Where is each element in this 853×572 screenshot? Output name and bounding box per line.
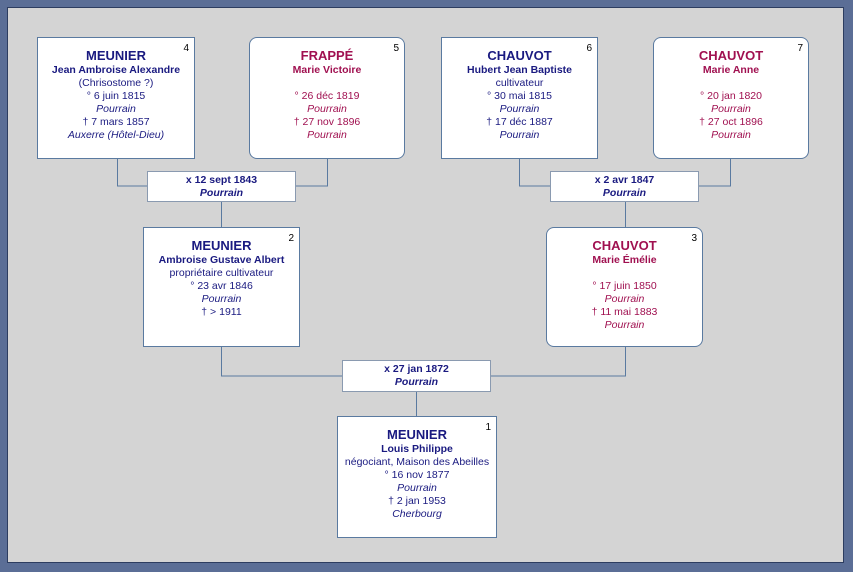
- person-card-7[interactable]: 7 CHAUVOT Marie Anne ° 20 jan 1820 Pourr…: [653, 37, 809, 159]
- given-name: Marie Émélie: [592, 254, 657, 266]
- marriage-place: Pourrain: [602, 187, 647, 199]
- marriage-date: x 2 avr 1847: [594, 174, 655, 186]
- death-place: Pourrain: [604, 319, 645, 331]
- given-name: Hubert Jean Baptiste: [466, 64, 573, 76]
- birth-place: Pourrain: [397, 482, 437, 494]
- birth-date: ° 23 avr 1846: [190, 280, 253, 292]
- sosa-number: 5: [393, 43, 399, 54]
- marriage-date: x 27 jan 1872: [384, 363, 449, 375]
- marriage-place: Pourrain: [199, 187, 244, 199]
- death-place: Cherbourg: [392, 508, 442, 520]
- death-place: Pourrain: [499, 129, 540, 141]
- person-card-2[interactable]: 2 MEUNIER Ambroise Gustave Albert propri…: [143, 227, 300, 347]
- sosa-number: 4: [183, 43, 189, 54]
- sosa-number: 6: [586, 43, 592, 54]
- connector-p6-marriage: [519, 159, 551, 187]
- person-card-4[interactable]: 4 MEUNIER Jean Ambroise Alexandre (Chris…: [37, 37, 195, 159]
- person-card-1[interactable]: 1 MEUNIER Louis Philippe négociant, Mais…: [337, 416, 497, 538]
- surname: CHAUVOT: [487, 48, 552, 63]
- birth-place: Pourrain: [96, 103, 136, 115]
- connector-p5-marriage: [295, 159, 328, 187]
- occupation: cultivateur: [495, 77, 544, 89]
- birth-place: Pourrain: [499, 103, 540, 115]
- death-place: Pourrain: [307, 129, 347, 141]
- death-place: Pourrain: [711, 129, 751, 141]
- birth-date: ° 26 déc 1819: [294, 90, 360, 102]
- connector-p2-marriage: [221, 347, 343, 377]
- surname: MEUNIER: [191, 238, 252, 253]
- death-date: † 2 jan 1953: [388, 495, 446, 507]
- marriage-box-4-5[interactable]: x 12 sept 1843 Pourrain: [147, 171, 296, 202]
- surname: MEUNIER: [86, 48, 146, 63]
- death-date: † 17 déc 1887: [486, 116, 553, 128]
- surname: CHAUVOT: [592, 238, 657, 253]
- birth-place: Pourrain: [201, 293, 242, 305]
- marriage-date: x 12 sept 1843: [185, 174, 258, 186]
- given-name: Marie Victoire: [292, 64, 362, 76]
- person-card-6[interactable]: 6 CHAUVOT Hubert Jean Baptiste cultivate…: [441, 37, 598, 159]
- person-card-5[interactable]: 5 FRAPPÉ Marie Victoire ° 26 déc 1819 Po…: [249, 37, 405, 159]
- given-name: Ambroise Gustave Albert: [158, 254, 285, 266]
- death-date: † > 1911: [201, 306, 242, 318]
- occupation: négociant, Maison des Abeilles: [344, 456, 490, 468]
- given-name: Jean Ambroise Alexandre: [51, 64, 181, 76]
- person-card-3[interactable]: 3 CHAUVOT Marie Émélie ° 17 juin 1850 Po…: [546, 227, 703, 347]
- surname: MEUNIER: [387, 427, 447, 442]
- surname: CHAUVOT: [698, 48, 764, 63]
- connector-p4-marriage: [117, 159, 147, 187]
- connector-p7-marriage: [699, 159, 731, 187]
- birth-place: Pourrain: [711, 103, 751, 115]
- birth-place: Pourrain: [604, 293, 645, 305]
- given-name: Louis Philippe: [381, 443, 453, 455]
- sosa-number: 1: [485, 422, 491, 433]
- birth-date: ° 30 mai 1815: [487, 90, 552, 102]
- name-extra: (Chrisostome ?): [78, 77, 154, 89]
- death-date: † 11 mai 1883: [591, 306, 658, 318]
- birth-place: Pourrain: [307, 103, 347, 115]
- birth-date: ° 20 jan 1820: [699, 90, 762, 102]
- birth-date: ° 6 juin 1815: [86, 90, 146, 102]
- occupation: propriétaire cultivateur: [169, 267, 274, 279]
- connector-p3-marriage: [490, 347, 626, 377]
- sosa-number: 2: [288, 233, 294, 244]
- sosa-number: 7: [797, 43, 803, 54]
- death-date: † 27 oct 1896: [699, 116, 763, 128]
- marriage-place: Pourrain: [394, 376, 439, 388]
- surname: FRAPPÉ: [300, 48, 354, 63]
- sosa-number: 3: [691, 233, 697, 244]
- death-place: Auxerre (Hôtel-Dieu): [67, 129, 165, 141]
- birth-date: ° 17 juin 1850: [592, 280, 657, 292]
- death-date: † 27 nov 1896: [293, 116, 361, 128]
- death-date: † 7 mars 1857: [82, 116, 150, 128]
- birth-date: ° 16 nov 1877: [384, 469, 450, 481]
- marriage-box-6-7[interactable]: x 2 avr 1847 Pourrain: [550, 171, 699, 202]
- given-name: Marie Anne: [702, 64, 760, 76]
- marriage-box-2-3[interactable]: x 27 jan 1872 Pourrain: [342, 360, 491, 392]
